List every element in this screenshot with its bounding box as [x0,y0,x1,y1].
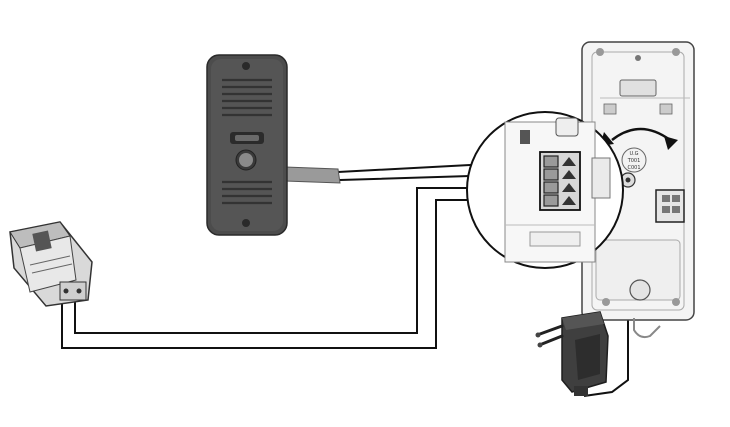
speaker-grille [222,78,272,117]
arrow-head-right [664,136,678,150]
power-adapter-plug-icon [535,311,609,396]
lower-grille [222,180,272,205]
lock-wire-outer [61,199,470,349]
cable-sleeve [284,166,341,184]
outdoor-intercom-panel-icon [206,54,288,236]
indoor-monitor-back-icon [581,41,695,339]
screw-icon [242,62,250,70]
unit-chip: U.G T001 C001 [621,147,647,173]
chip-label-1: U.G [629,151,638,157]
lock-wire-inner [74,187,470,334]
chip-label-3: C001 [627,165,640,171]
electric-strike-lock-icon [9,221,93,307]
chip-label-2: T001 [627,158,641,164]
screw-icon [242,219,250,227]
magnifier-circle-icon [466,111,624,269]
